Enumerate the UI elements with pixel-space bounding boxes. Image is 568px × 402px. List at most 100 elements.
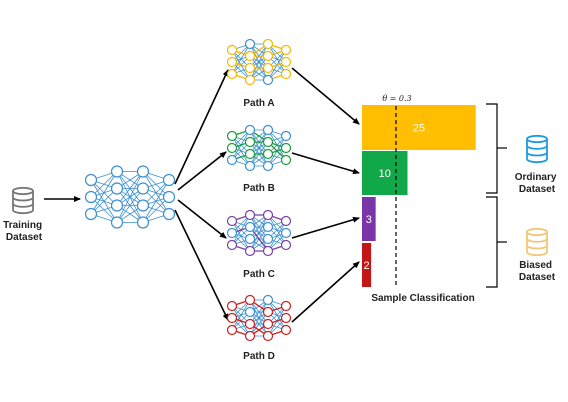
network-node	[280, 154, 292, 166]
model-to-path-arrows	[174, 69, 229, 321]
network-node	[226, 56, 238, 68]
network-node	[262, 148, 274, 160]
network-node	[226, 312, 238, 324]
network-node	[280, 239, 292, 251]
network-node	[226, 44, 238, 56]
network-edge	[116, 188, 144, 223]
database-ring	[526, 244, 548, 250]
path-d-label: Path D	[243, 351, 275, 362]
arrow-to-path-a	[174, 69, 229, 185]
classification-bar-b	[362, 151, 408, 195]
network-edge	[90, 171, 118, 215]
network-node	[226, 300, 238, 312]
arrow-to-path-b	[177, 151, 227, 191]
network-node	[136, 165, 150, 178]
network-node	[244, 124, 256, 136]
network-node	[262, 330, 274, 342]
database-body	[12, 191, 34, 215]
network-node	[110, 199, 124, 212]
network-node	[262, 318, 274, 330]
database-top	[12, 186, 34, 196]
network-node	[244, 38, 256, 50]
network-node	[262, 245, 274, 257]
database-ring	[12, 203, 34, 208]
network-node	[84, 207, 98, 221]
arrow-path-d-to-bar	[291, 261, 360, 323]
classification-bar-value-d: 2	[363, 260, 369, 272]
arrow-to-path-c	[177, 199, 227, 239]
network-node	[162, 190, 176, 204]
arrow-to-path-d	[174, 209, 229, 321]
network-node	[280, 142, 292, 154]
path-b-label: Path B	[243, 183, 275, 194]
network-node	[244, 209, 256, 221]
path-b-network-icon	[226, 124, 292, 172]
network-edge	[116, 171, 144, 223]
network-node	[110, 216, 124, 229]
network-node	[280, 56, 292, 68]
network-node	[244, 245, 256, 257]
biased-bracket	[486, 196, 498, 288]
network-node	[262, 62, 274, 74]
network-node	[244, 221, 256, 233]
network-node	[244, 233, 256, 245]
biased-database-icon	[526, 227, 548, 257]
network-edge	[231, 299, 251, 331]
classification-bar-d	[362, 243, 372, 287]
network-node	[244, 148, 256, 160]
database-top	[526, 134, 548, 144]
classification-bar-a	[362, 105, 476, 150]
network-node	[262, 124, 274, 136]
network-node	[226, 142, 238, 154]
network-node	[280, 227, 292, 239]
network-node	[162, 173, 176, 187]
network-edge	[249, 299, 269, 337]
network-node	[226, 68, 238, 80]
network-node	[262, 294, 274, 306]
network-node	[262, 136, 274, 148]
path-c-label: Path C	[243, 269, 275, 280]
network-edge	[116, 171, 144, 206]
biased-dataset-label: Biased Dataset	[519, 260, 556, 283]
network-node	[162, 207, 176, 221]
database-body	[526, 232, 548, 257]
database-ring	[526, 238, 548, 243]
network-node	[262, 50, 274, 62]
network-node	[262, 38, 274, 50]
ordinary-database-icon	[526, 134, 548, 164]
path-a-network-icon	[226, 38, 292, 86]
network-edge	[249, 129, 269, 167]
database-body	[526, 139, 548, 164]
network-node	[244, 136, 256, 148]
network-node	[262, 221, 274, 233]
network-node	[280, 300, 292, 312]
network-node	[262, 306, 274, 318]
ordinary-dataset-label: Ordinary Dataset	[515, 172, 559, 195]
arrow-path-a-to-bar	[291, 67, 360, 125]
network-node	[226, 324, 238, 336]
network-node	[280, 44, 292, 56]
network-node	[244, 306, 256, 318]
network-node	[280, 68, 292, 80]
classification-bar-value-a: 25	[413, 123, 425, 135]
biased-model-network-icon	[84, 165, 176, 229]
database-ring	[12, 196, 34, 202]
network-node	[136, 182, 150, 195]
path-to-bar-arrows	[291, 67, 360, 323]
network-node	[226, 239, 238, 251]
network-node	[226, 227, 238, 239]
classification-bar-value-c: 3	[366, 214, 372, 226]
training-dataset-label: Training Dataset	[3, 220, 45, 243]
sample-classification-title: Sample Classification	[371, 293, 474, 304]
network-edge	[267, 220, 287, 252]
network-node	[84, 190, 98, 204]
network-node	[262, 160, 274, 172]
network-node	[280, 130, 292, 142]
database-top	[526, 227, 548, 237]
classification-bar-value-b: 10	[379, 168, 391, 180]
network-node	[244, 318, 256, 330]
network-node	[244, 50, 256, 62]
network-edge	[249, 214, 269, 252]
network-node	[244, 294, 256, 306]
